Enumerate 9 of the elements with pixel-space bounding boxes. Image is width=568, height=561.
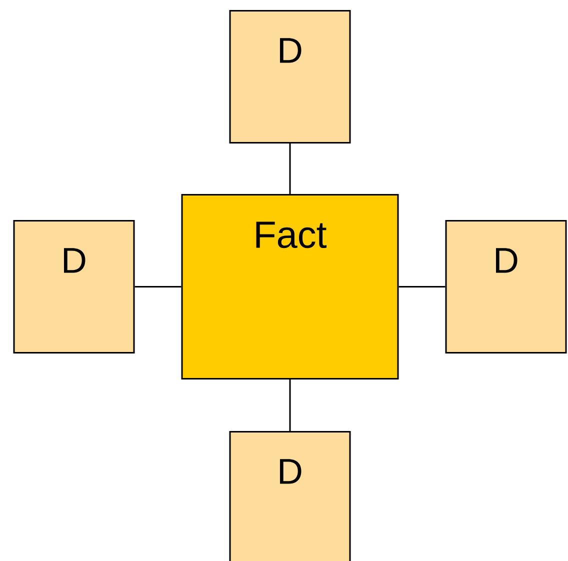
connector-line bbox=[398, 286, 446, 288]
dimension-table-box: D bbox=[445, 220, 567, 354]
dimension-table-box: D bbox=[229, 10, 351, 144]
connector-line bbox=[289, 144, 291, 194]
connector-line bbox=[134, 286, 182, 288]
fact-table-box: Fact bbox=[181, 194, 399, 380]
connector-line bbox=[289, 380, 291, 431]
dimension-table-box: D bbox=[13, 220, 135, 354]
dimension-table-box: D bbox=[229, 431, 351, 561]
